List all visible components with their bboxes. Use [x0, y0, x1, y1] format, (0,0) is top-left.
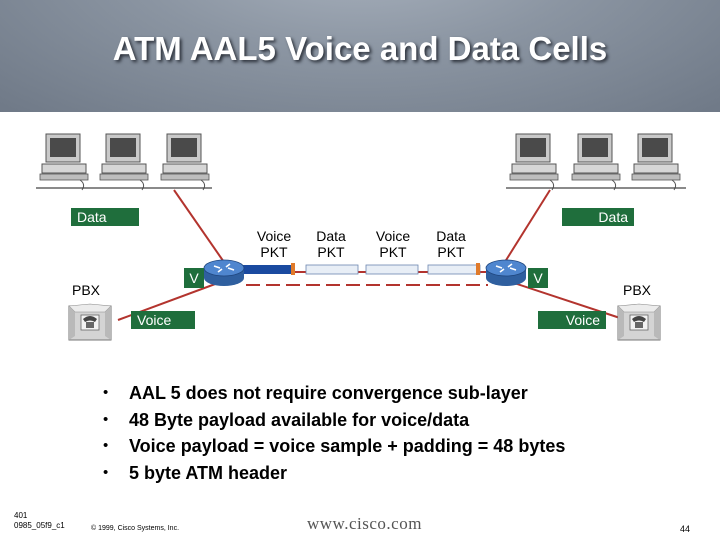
packet-type: Voice — [375, 228, 411, 244]
left-v-badge: V — [184, 268, 204, 288]
packet-suffix: PKT — [317, 244, 345, 260]
left-computer-1 — [39, 133, 89, 191]
right-computer-3 — [631, 133, 681, 191]
right-computer-2 — [571, 133, 621, 191]
packet-label: Data PKT — [421, 228, 481, 260]
left-pbx-phone-icon — [68, 303, 112, 341]
packet-label: Data PKT — [301, 228, 361, 260]
page-number: 44 — [680, 524, 691, 534]
right-voice-label: Voice — [538, 311, 606, 329]
network-diagram — [36, 133, 686, 341]
packet-suffix: PKT — [437, 244, 465, 260]
atm-cell-header — [291, 263, 295, 275]
bullet-item: •5 byte ATM header — [103, 462, 288, 483]
slide-id-line2: 0985_05f9_c1 — [14, 521, 65, 530]
left-computer-2 — [99, 133, 149, 191]
packet-suffix: PKT — [260, 244, 288, 260]
left-pbx-label: PBX — [72, 282, 101, 298]
bullet-text: Voice payload = voice sample + padding =… — [129, 436, 566, 456]
left-router-icon — [203, 259, 245, 287]
right-computer-1 — [509, 133, 559, 191]
packet-type: Data — [436, 228, 466, 244]
left-data-link — [173, 189, 227, 266]
packet-suffix: PKT — [379, 244, 407, 260]
slide-id: 401 0985_05f9_c1 — [14, 511, 65, 531]
left-data-label: Data — [71, 208, 139, 226]
bullet-item: •Voice payload = voice sample + padding … — [103, 436, 566, 456]
left-voice-label: Voice — [131, 311, 195, 329]
bullet-text: AAL 5 does not require convergence sub-l… — [129, 383, 528, 403]
atm-cell — [365, 264, 419, 275]
right-data-label: Data — [562, 208, 634, 226]
right-pbx-phone-icon — [617, 303, 661, 341]
bullet-text: 48 Byte payload available for voice/data — [129, 409, 470, 430]
bullet-item: •48 Byte payload available for voice/dat… — [103, 409, 470, 430]
copyright-text: © 1999, Cisco Systems, Inc. — [91, 525, 180, 532]
packet-type: Voice — [256, 228, 292, 244]
slide-header: ATM AAL5 Voice and Data Cells — [0, 0, 720, 112]
packet-type: Data — [316, 228, 346, 244]
left-computer-3 — [160, 133, 210, 191]
footer-url: www.cisco.com — [307, 514, 422, 533]
atm-cell-header — [476, 263, 480, 275]
bullet-text: 5 byte ATM header — [129, 462, 288, 483]
packet-label: Voice PKT — [363, 228, 423, 260]
right-pbx-label: PBX — [623, 282, 652, 298]
atm-cell — [305, 264, 359, 275]
packet-label: Voice PKT — [244, 228, 304, 260]
right-router-icon — [485, 259, 527, 287]
slide-id-line1: 401 — [14, 511, 28, 520]
atm-cell — [243, 265, 295, 274]
right-v-badge: V — [528, 268, 548, 288]
right-data-link — [502, 189, 551, 266]
bullet-list: •AAL 5 does not require convergence sub-… — [103, 380, 565, 486]
slide-title: ATM AAL5 Voice and Data Cells — [112, 30, 608, 67]
bullet-item: •AAL 5 does not require convergence sub-… — [103, 383, 528, 403]
atm-cell — [427, 264, 481, 275]
